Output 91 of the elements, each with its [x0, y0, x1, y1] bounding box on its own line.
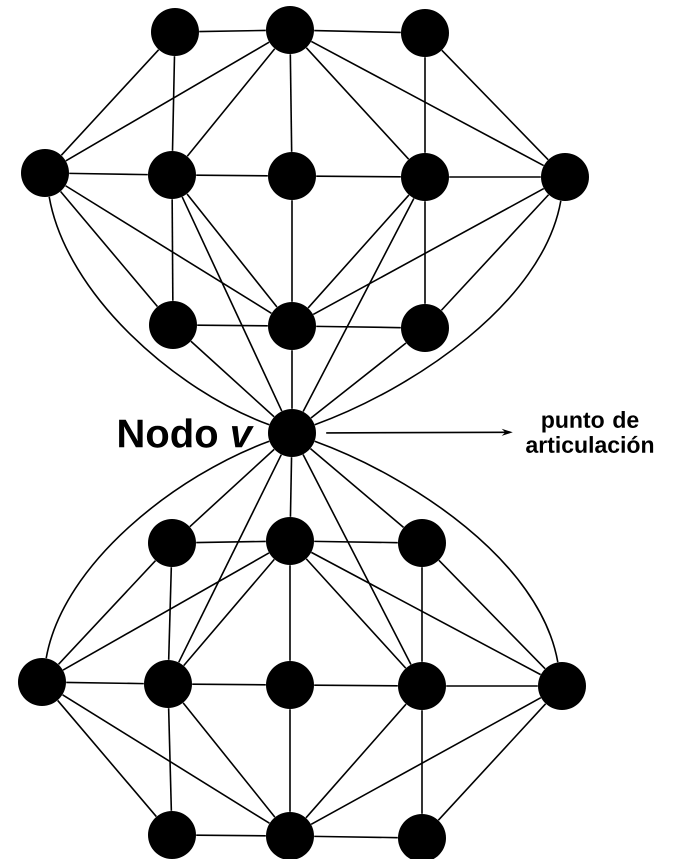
graph-edge: [190, 340, 275, 418]
graph-node: [21, 149, 69, 197]
graph-edge: [310, 552, 542, 676]
graph-node: [266, 6, 314, 54]
graph-edge: [168, 708, 172, 811]
graph-edge: [438, 560, 546, 670]
graph-edge: [186, 48, 276, 157]
graph-edge: [66, 682, 144, 684]
graph-node: [149, 301, 197, 349]
graph-edge: [314, 440, 559, 662]
graph-edge: [316, 175, 401, 178]
graph-edge: [438, 703, 546, 821]
graph-node: [398, 814, 446, 859]
graph-edge: [421, 710, 423, 814]
graph-edge: [289, 565, 291, 661]
graph-edge: [449, 176, 541, 178]
graph-edge: [171, 199, 174, 301]
graph-edge: [441, 50, 549, 160]
graph-edge: [302, 198, 415, 412]
graph-node: [266, 661, 314, 709]
graph-edge: [446, 685, 538, 687]
graph-node: [151, 8, 199, 56]
graph-edge: [440, 194, 550, 311]
graph-edge: [66, 42, 270, 162]
graph-edge: [290, 457, 292, 517]
graph-edge: [290, 54, 292, 152]
graph-edge: [199, 30, 266, 32]
graph-node: [268, 302, 316, 350]
graph-edge: [291, 200, 293, 302]
graph-node: [268, 409, 316, 457]
graph-edge: [196, 834, 266, 837]
graph-edge: [62, 552, 270, 671]
graph-node: [398, 519, 446, 567]
graph-edge: [69, 172, 148, 176]
graph-edge: [424, 57, 426, 153]
graph-edge: [60, 49, 160, 156]
graph-edge: [305, 704, 407, 818]
graph-node: [148, 519, 196, 567]
graph-edge: [168, 567, 172, 660]
graph-edge: [310, 342, 406, 419]
graph-edge: [314, 684, 398, 687]
graph-edge: [62, 694, 270, 824]
graph-edge: [312, 188, 544, 316]
graph-edge: [306, 558, 406, 669]
graph-edge: [189, 448, 275, 528]
graph-edge: [314, 540, 398, 544]
graph-edge: [314, 836, 398, 838]
graph-edge: [192, 683, 266, 686]
graph-edge: [306, 47, 410, 160]
graph-node: [398, 662, 446, 710]
graph-edge: [289, 709, 291, 812]
node-caption: Nodo v: [119, 418, 254, 448]
graph-edge: [421, 567, 423, 662]
graph-edge: [48, 196, 270, 426]
graph-edge: [314, 200, 562, 426]
graph-edge: [310, 40, 544, 166]
graph-node: [268, 152, 316, 200]
graph-edge: [291, 350, 293, 409]
graph-node: [266, 812, 314, 859]
graph-edge: [183, 558, 275, 666]
graph-edge: [45, 440, 270, 658]
graph-node: [401, 153, 449, 201]
graph-node: [401, 9, 449, 57]
graph-node: [541, 153, 589, 201]
graph-edge: [181, 196, 283, 412]
graph-edge: [316, 326, 401, 328]
graph-node: [144, 660, 192, 708]
graph-edge: [60, 191, 158, 308]
graph-edge: [178, 454, 282, 663]
graph-node: [266, 517, 314, 565]
graph-node: [538, 662, 586, 710]
graph-edge: [57, 700, 157, 818]
graph-edge: [302, 454, 412, 665]
graph-edge: [310, 696, 542, 826]
graph-node: [148, 811, 196, 859]
graph-edge: [314, 30, 401, 34]
graph-edge: [197, 324, 268, 327]
graph-node: [148, 151, 196, 199]
graph-node: [18, 658, 66, 706]
graph-node: [401, 304, 449, 352]
graph-edge: [196, 540, 266, 544]
graph-edge: [424, 201, 426, 304]
graph-edge: [186, 193, 278, 308]
graph-edge: [172, 56, 176, 151]
graph-edge: [182, 702, 276, 818]
node-label: punto de articulación: [526, 411, 654, 453]
graph-edge: [65, 185, 272, 314]
graph-edge: [58, 560, 156, 665]
graph-edge: [308, 194, 410, 308]
graph-edge: [196, 174, 268, 177]
graph-edge: [310, 448, 404, 528]
